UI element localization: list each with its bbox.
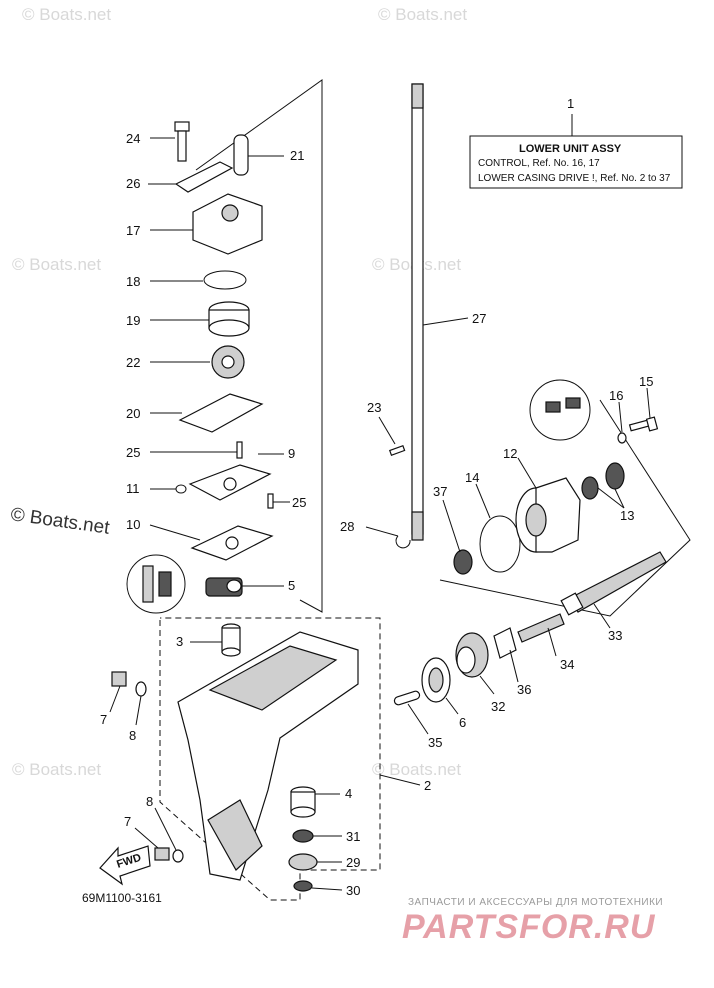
o-ring-11 xyxy=(175,484,187,494)
plate-26 xyxy=(148,161,234,193)
bushing-4 xyxy=(290,786,340,818)
callout-19: 19 xyxy=(126,313,140,328)
callout-16: 16 xyxy=(609,388,623,403)
dog-clutch-36 xyxy=(493,627,519,683)
callout-8-lower: 8 xyxy=(146,794,153,809)
gear-32 xyxy=(455,632,495,695)
screw-7-upper xyxy=(109,671,127,713)
callout-36: 36 xyxy=(517,682,531,697)
callout-9: 9 xyxy=(288,446,295,461)
pin-25-lower xyxy=(267,493,290,509)
callout-11: 11 xyxy=(126,481,140,496)
callout-34: 34 xyxy=(560,657,574,672)
callout-25-lower: 25 xyxy=(292,495,306,510)
assembly-title: LOWER UNIT ASSY xyxy=(519,143,622,155)
pin-35 xyxy=(393,690,429,735)
plate-9 xyxy=(188,453,284,501)
callout-29: 29 xyxy=(346,855,360,870)
watermark-top: © Boats.net xyxy=(22,5,111,24)
spring-34 xyxy=(517,613,565,657)
callout-12: 12 xyxy=(503,446,517,461)
callout-15: 15 xyxy=(639,374,653,389)
footer-tagline: ЗАПЧАСТИ И АКСЕССУАРЫ ДЛЯ МОТОТЕХНИКИ xyxy=(408,897,663,908)
callout-33: 33 xyxy=(608,628,622,643)
o-ring-18 xyxy=(203,270,247,290)
o-ring-14 xyxy=(475,483,521,573)
watermark-side: © Boats.net xyxy=(9,504,111,539)
callout-5: 5 xyxy=(288,578,295,593)
propeller-shaft-33 xyxy=(560,551,667,629)
bearing-6 xyxy=(421,657,459,715)
seals-13 xyxy=(581,462,625,509)
watermark-mid-left: © Boats.net xyxy=(12,255,101,274)
callout-30: 30 xyxy=(346,883,360,898)
callout-10: 10 xyxy=(126,517,140,532)
callout-14: 14 xyxy=(465,470,479,485)
watermark-top-right: © Boats.net xyxy=(378,5,467,24)
bushing-3 xyxy=(190,623,241,657)
washer-8-upper xyxy=(135,681,147,726)
washer-37 xyxy=(442,499,473,575)
gasket-10 xyxy=(149,524,274,561)
frame-outline xyxy=(195,79,323,613)
assembly-label-box: LOWER UNIT ASSY CONTROL, Ref. No. 16, 17… xyxy=(469,114,683,189)
callout-3: 3 xyxy=(176,634,183,649)
callout-31: 31 xyxy=(346,829,360,844)
callout-24: 24 xyxy=(126,131,140,146)
washer-31 xyxy=(292,829,342,843)
pump-housing-17 xyxy=(150,193,263,255)
callout-7-upper: 7 xyxy=(100,712,107,727)
watermark-low-left: © Boats.net xyxy=(12,760,101,779)
washer-8-lower xyxy=(154,807,184,863)
callout-26: 26 xyxy=(126,176,140,191)
outer-plate-20 xyxy=(150,393,264,433)
callout-4: 4 xyxy=(345,786,352,801)
impeller-22 xyxy=(150,345,245,379)
screw-7-lower xyxy=(134,827,170,861)
detail-circle-seal xyxy=(126,554,186,614)
callout-20: 20 xyxy=(126,406,140,421)
lower-casing-2 xyxy=(177,631,359,881)
bearing-5 xyxy=(205,577,284,597)
fwd-arrow: FWD xyxy=(99,845,151,886)
prop-shaft-frame xyxy=(439,399,691,617)
assembly-line-2: LOWER CASING DRIVE !, Ref. No. 2 to 37 xyxy=(478,173,671,184)
callout-27: 27 xyxy=(472,311,486,326)
nut-30 xyxy=(293,880,343,892)
washer-16 xyxy=(617,401,627,444)
clip-28 xyxy=(365,526,411,549)
callout-35: 35 xyxy=(428,735,442,750)
callout-13: 13 xyxy=(620,508,634,523)
assembly-line-1: CONTROL, Ref. No. 16, 17 xyxy=(478,158,600,169)
callout-32: 32 xyxy=(491,699,505,714)
callout-17: 17 xyxy=(126,223,140,238)
watermark-low-right: © Boats.net xyxy=(372,760,461,779)
bolt-15 xyxy=(628,387,659,432)
footer-brand: PARTSFOR.RU xyxy=(402,908,656,946)
bearing-housing-12 xyxy=(515,457,581,553)
bolt-24 xyxy=(150,121,190,162)
callout-1: 1 xyxy=(567,96,574,111)
callout-2: 2 xyxy=(424,778,431,793)
diagram-code: 69M1100-3161 xyxy=(82,891,162,905)
pin-23 xyxy=(378,416,406,456)
callout-23: 23 xyxy=(367,400,381,415)
cartridge-19 xyxy=(150,301,250,337)
callout-28: 28 xyxy=(340,519,354,534)
callout-8-upper: 8 xyxy=(129,728,136,743)
callout-18: 18 xyxy=(126,274,140,289)
drive-shaft xyxy=(411,83,469,541)
pin-25-upper xyxy=(150,441,243,459)
detail-circle-seals xyxy=(529,379,591,441)
pinion-29 xyxy=(288,853,342,871)
callout-37: 37 xyxy=(433,484,447,499)
callout-7-lower: 7 xyxy=(124,814,131,829)
tube-21 xyxy=(233,134,284,176)
callout-22: 22 xyxy=(126,355,140,370)
callout-25-upper: 25 xyxy=(126,445,140,460)
callout-6: 6 xyxy=(459,715,466,730)
callout-21: 21 xyxy=(290,148,304,163)
